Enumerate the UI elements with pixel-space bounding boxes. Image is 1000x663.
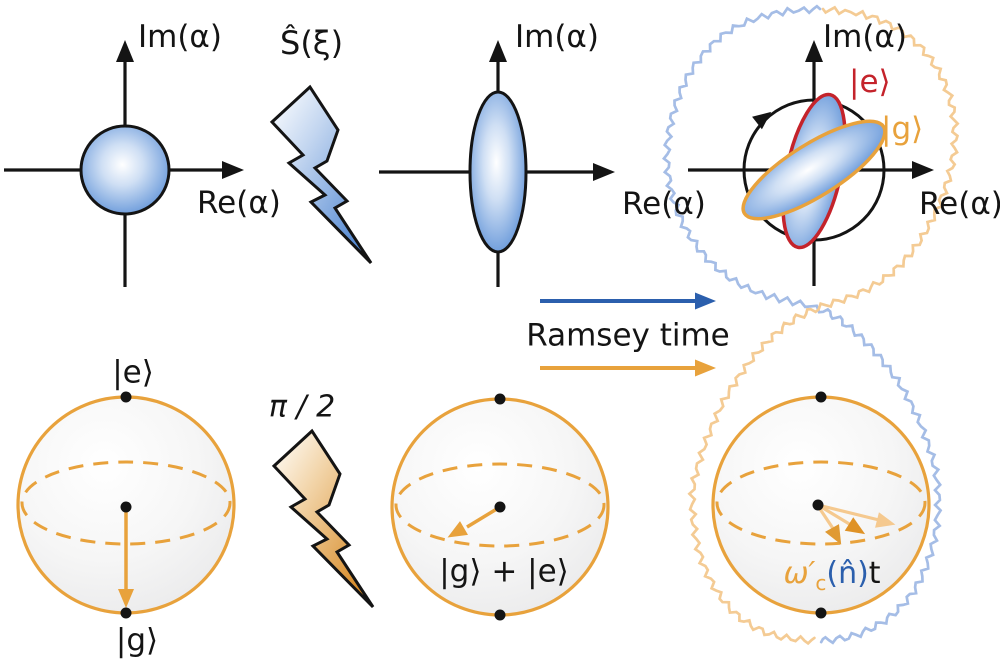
rotation-arrowhead [752,111,772,130]
ramsey-arrow-orange-head [695,359,716,377]
re-axis-label-rotating: Re(α) [919,186,1000,222]
ramsey-time-label: Ramsey time [526,317,730,354]
im-axis-label-rotating: Im(α) [823,19,907,55]
im-axis-arrowhead [116,40,134,62]
ground-ket-label-orange: |g⟩ [881,111,924,147]
photon-number-term: (n̂) [826,556,869,591]
bloch-sphere-precession [711,391,931,619]
pole-dot-top [815,391,827,403]
pi-pulse-bolt-icon [271,428,375,609]
squeezed-state-panel [379,40,615,287]
center-dot [812,499,824,511]
re-axis-label-squeezed: Re(α) [622,186,706,222]
bloch-sphere-superposition [390,393,610,621]
coherent-state-blob [79,124,171,216]
ground-ket-label: |g⟩ [115,622,159,659]
pi-half-pulse-label: π / 2 [268,389,336,425]
coherent-state-panel [4,40,244,287]
state-arrowhead [118,589,134,608]
pole-dot-top [494,393,506,405]
im-axis-arrowhead [805,40,823,62]
time-term: t [868,556,881,591]
precession-arrowhead-2 [844,517,866,535]
pole-dot-top [120,391,132,403]
bloch-sphere-initial [16,391,236,619]
precession-arrow-1 [816,505,836,531]
squeezing-bolt-icon [269,84,373,265]
equator [715,460,927,546]
omega-term: ω′ [783,556,816,591]
im-axis-arrowhead [489,40,507,62]
rotating-states-panel [688,40,934,286]
superposition-label: |g⟩ + |e⟩ [439,553,569,590]
excited-ket-label: |e⟩ [112,354,154,391]
center-dot [120,501,132,513]
pole-dot-bottom [120,607,132,619]
excited-ket-label-red: |e⟩ [849,64,891,100]
ramsey-flow-waves [662,4,960,646]
pole-dot-bottom [815,607,827,619]
re-axis-label-coherent: Re(α) [197,185,281,221]
re-axis-arrowhead [912,161,934,179]
precession-frequency-label: ω′c(n̂)t [783,558,880,594]
equator [20,460,232,546]
wavy-line-orange [687,5,960,646]
precession-arrowhead-3 [875,512,896,528]
state-arrowhead [447,521,468,538]
precession-arrow-2 [817,503,852,527]
im-axis-label-coherent: Im(α) [138,19,222,55]
squeeze-operator-label: Ŝ(ξ) [280,24,344,62]
equator [394,462,606,548]
wavy-line-blue [662,4,943,645]
im-axis-label-squeezed: Im(α) [515,19,599,55]
re-axis-arrowhead [222,161,244,179]
center-dot [494,501,506,513]
ground-state-blob [741,119,887,221]
pole-dot-bottom [494,609,506,621]
squeezed-state-blob [468,90,528,254]
ramsey-arrow-blue-head [695,292,716,310]
ramsey-time-arrows [540,292,716,377]
precession-arrowhead-1 [825,524,842,545]
state-arrow [466,505,501,529]
re-axis-arrowhead [593,163,615,181]
omega-subscript: c [815,571,827,595]
precession-arrow-3 [817,503,880,522]
